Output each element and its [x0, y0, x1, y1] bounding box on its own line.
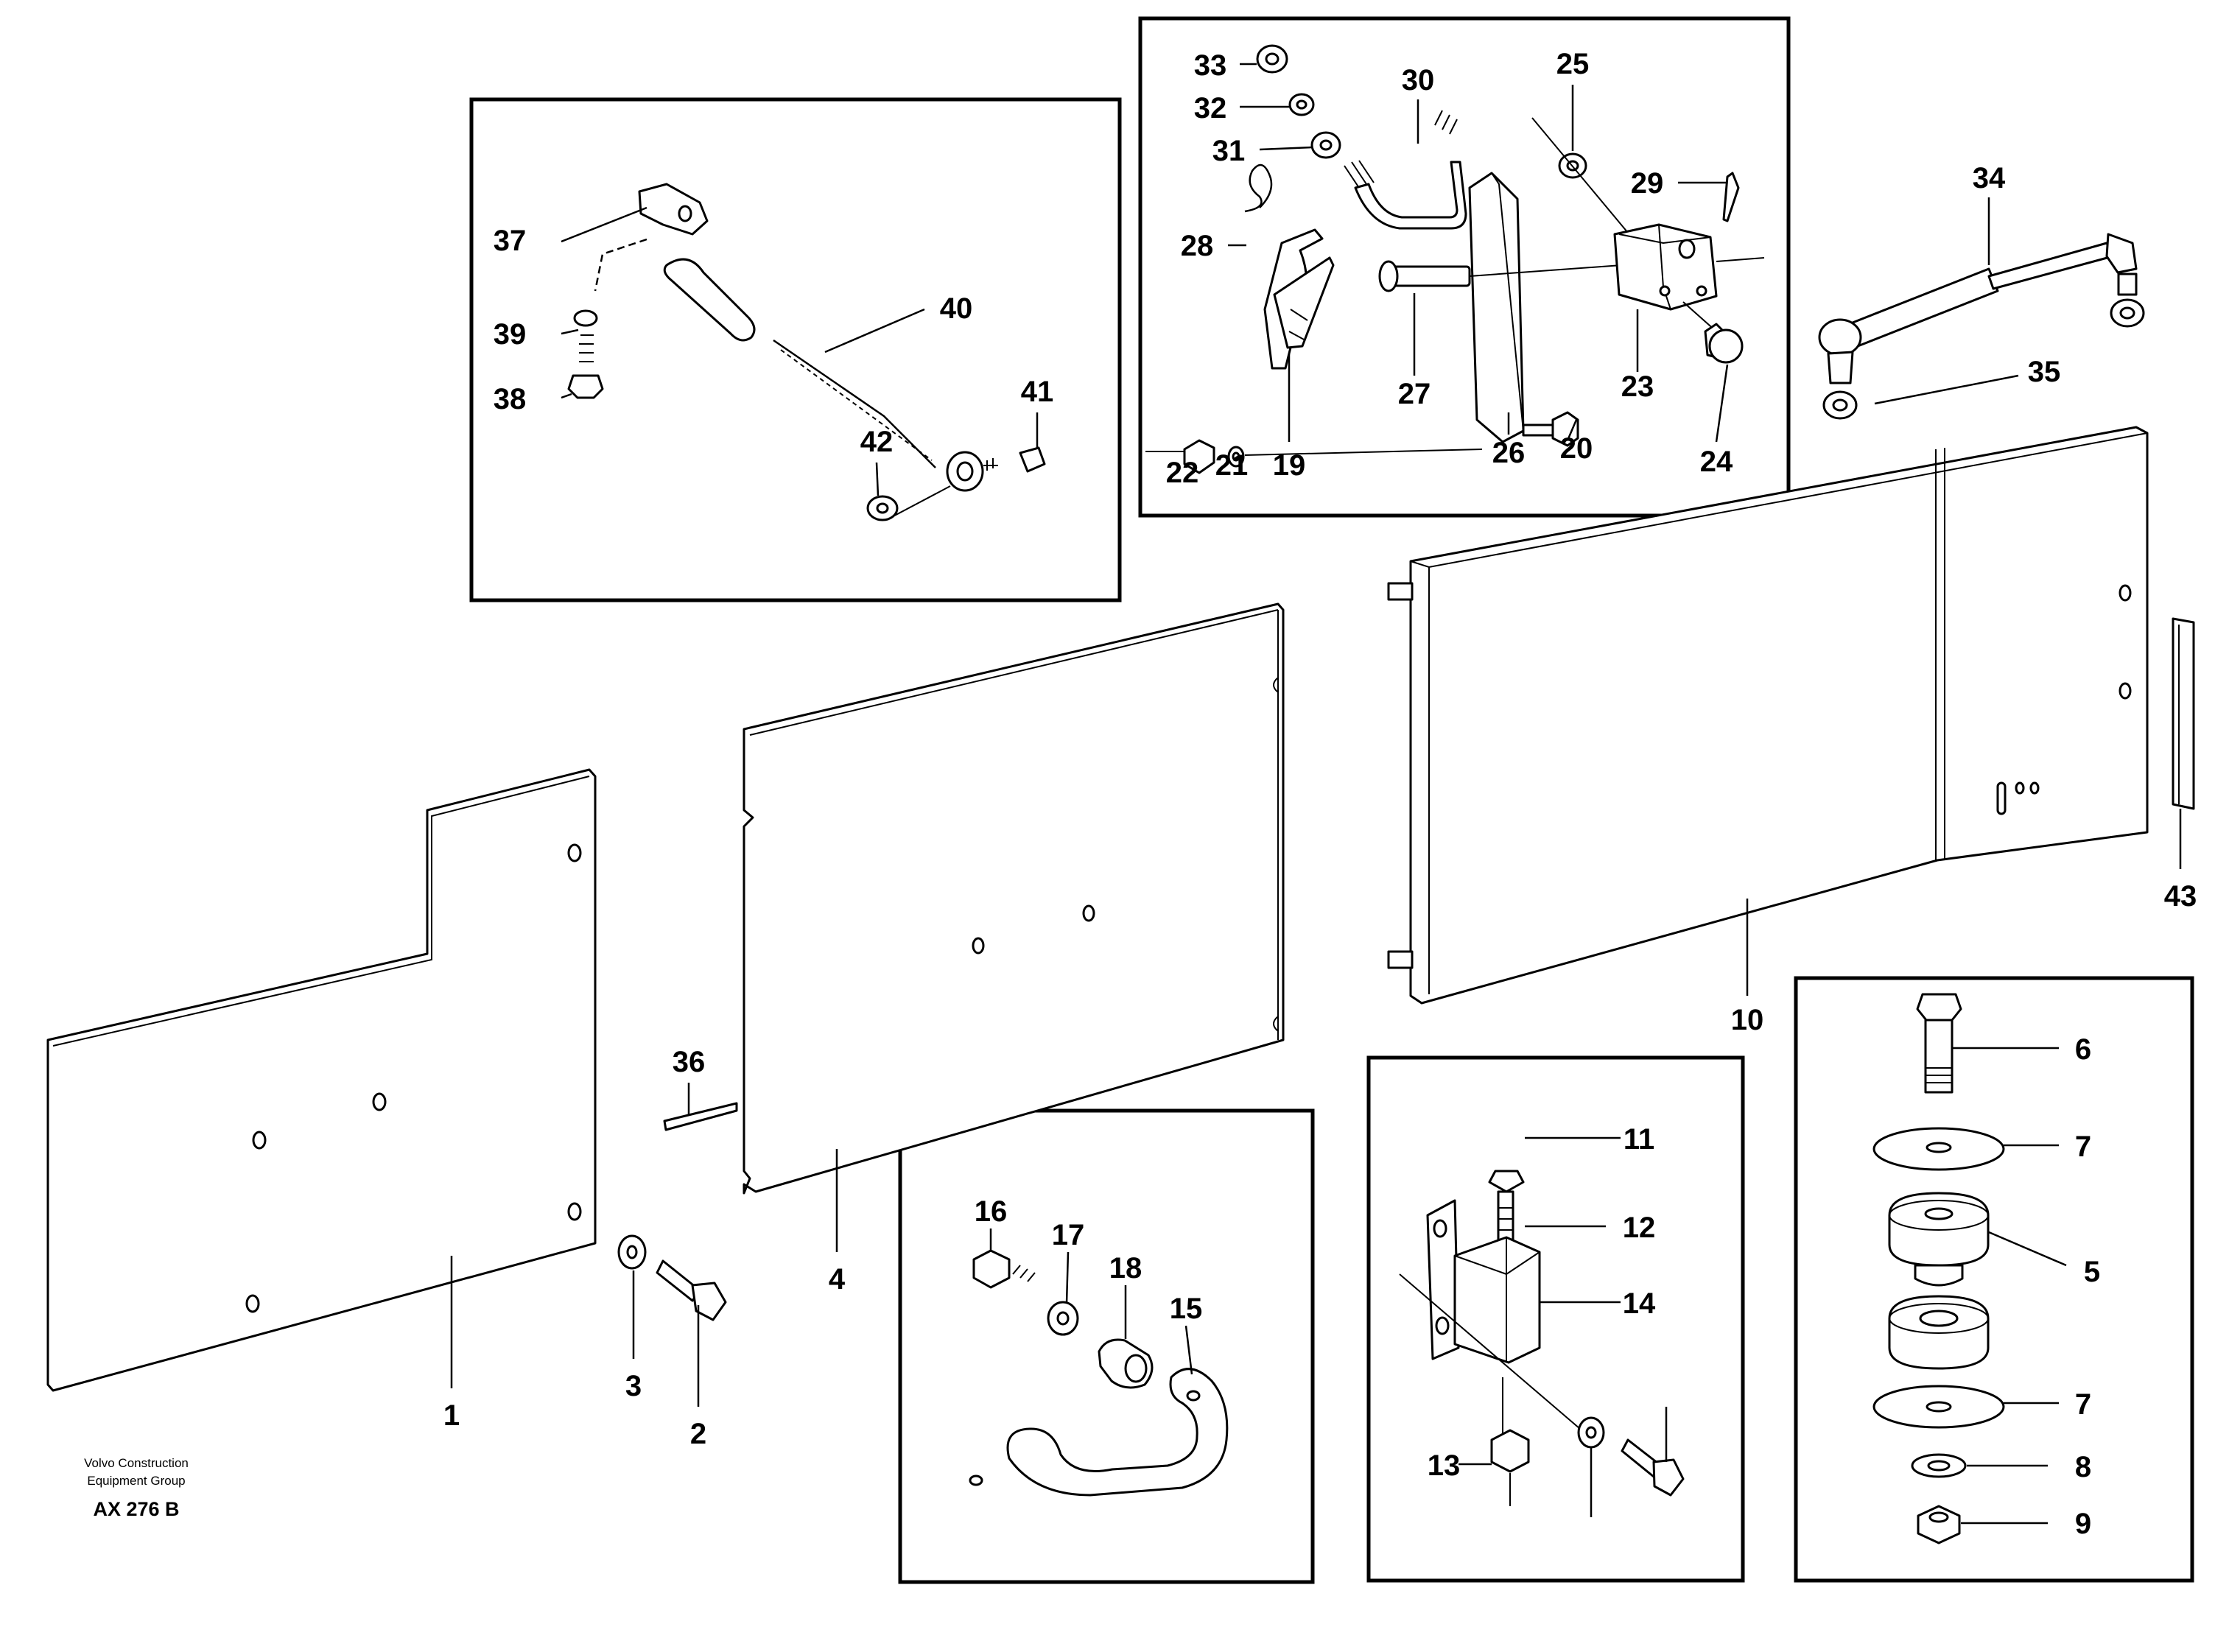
label-29: 29 [1631, 167, 1664, 200]
label-35: 35 [2028, 356, 2061, 388]
door-10 [1387, 426, 2149, 1005]
drawing-code: AX 276 B [93, 1498, 179, 1520]
label-37: 37 [494, 225, 527, 257]
label-15: 15 [1170, 1293, 1203, 1325]
label-25: 25 [1556, 48, 1590, 80]
label-39: 39 [494, 318, 527, 351]
label-20: 20 [1560, 432, 1593, 465]
label-33: 33 [1194, 49, 1227, 82]
panel-1 [46, 768, 597, 1392]
label-28: 28 [1181, 230, 1214, 262]
label-42: 42 [860, 426, 894, 458]
label-24: 24 [1700, 446, 1733, 478]
handle-assembly [969, 1249, 1229, 1497]
detail-frame-rubber-mount [1794, 976, 2194, 1583]
label-36: 36 [673, 1046, 706, 1078]
seal-strip-43 [2172, 617, 2195, 810]
publisher-credit: Volvo Construction Equipment Group AX 27… [84, 1456, 189, 1520]
latch-assembly [1145, 44, 1765, 474]
label-7: 7 [2075, 1131, 2091, 1163]
label-14: 14 [1623, 1287, 1656, 1320]
bolt-2 [656, 1259, 727, 1321]
gas-strut-34 [1818, 233, 2145, 420]
label-2: 2 [690, 1418, 706, 1450]
label-16: 16 [975, 1195, 1008, 1228]
label-5: 5 [2084, 1256, 2100, 1288]
washer-3 [617, 1234, 647, 1270]
panel-4 [743, 602, 1285, 1195]
detail-frame-handle [898, 1108, 1315, 1584]
label-13: 13 [1428, 1449, 1461, 1482]
label-21: 21 [1215, 449, 1249, 482]
rubber-mount-assembly [1872, 993, 2005, 1544]
strip-36 [663, 1102, 738, 1131]
detail-frame-latch-mechanism [1138, 16, 1791, 518]
stay-cable-assembly [567, 183, 1046, 521]
label-19: 19 [1273, 449, 1306, 482]
credit-line-1: Volvo Construction [84, 1456, 189, 1470]
label-40: 40 [940, 292, 973, 325]
label-11: 11 [1624, 1123, 1654, 1156]
label-23: 23 [1621, 370, 1654, 403]
label-4: 4 [829, 1263, 846, 1296]
label-41: 41 [1021, 376, 1054, 408]
label-1: 1 [443, 1399, 460, 1432]
detail-frame-door-stay-cable [469, 97, 1122, 602]
label-38: 38 [494, 383, 527, 415]
label-18: 18 [1109, 1252, 1142, 1284]
leader-lines [450, 63, 2182, 1525]
label-8: 8 [2075, 1451, 2091, 1483]
label-3: 3 [625, 1370, 642, 1402]
label-17: 17 [1052, 1219, 1085, 1251]
label-12: 12 [1623, 1212, 1656, 1244]
label-6: 6 [2075, 1033, 2091, 1066]
hinge-bracket-assembly [1399, 1170, 1685, 1506]
label-30: 30 [1402, 64, 1435, 96]
label-9: 9 [2075, 1508, 2091, 1540]
label-7-lower: 7 [2075, 1388, 2091, 1421]
label-34: 34 [1973, 162, 2006, 194]
label-22: 22 [1166, 457, 1199, 489]
label-43: 43 [2164, 880, 2197, 913]
label-27: 27 [1398, 378, 1431, 410]
detail-frame-hinge-bracket [1366, 1055, 1745, 1583]
label-10: 10 [1731, 1004, 1764, 1036]
label-31: 31 [1212, 135, 1246, 167]
credit-line-2: Equipment Group [87, 1474, 185, 1488]
label-26: 26 [1492, 437, 1526, 469]
label-32: 32 [1194, 92, 1227, 124]
part-number-labels: 1 2 3 4 5 6 7 7 8 9 10 11 12 13 14 15 16… [443, 48, 2197, 1540]
